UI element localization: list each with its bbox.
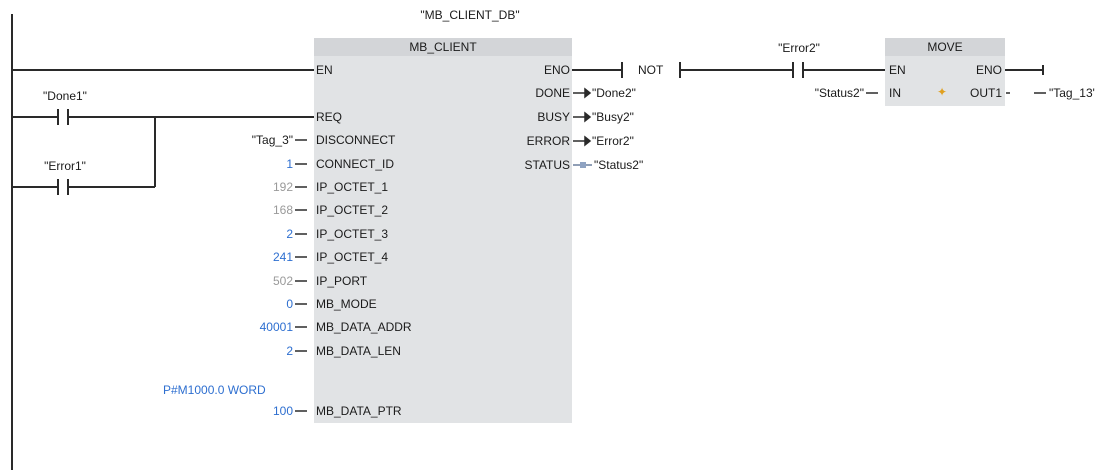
pin-mb-data-len[interactable]: MB_DATA_LEN — [316, 344, 401, 358]
move-in-value[interactable]: "Status2" — [814, 86, 864, 100]
value-ip-port[interactable]: 502 — [272, 274, 293, 288]
contact-done1-label: "Done1" — [43, 89, 87, 103]
value-disconnect[interactable]: "Tag_3" — [251, 133, 293, 147]
pin-error[interactable]: ERROR — [526, 134, 570, 148]
pin-ip-octet-3[interactable]: IP_OCTET_3 — [316, 227, 389, 241]
move-pin-en[interactable]: EN — [889, 63, 906, 77]
move-out1-value[interactable]: "Tag_13" — [1049, 86, 1095, 100]
value-status[interactable]: "Status2" — [594, 158, 644, 172]
move-pin-in[interactable]: IN — [889, 86, 901, 100]
pin-ip-octet-1[interactable]: IP_OCTET_1 — [316, 180, 389, 194]
move-pin-out1[interactable]: OUT1 — [969, 86, 1002, 100]
pin-eno[interactable]: ENO — [543, 63, 570, 77]
move-header — [885, 38, 1005, 56]
mb-client-header — [314, 38, 572, 56]
value-ip-octet-1[interactable]: 192 — [272, 180, 293, 194]
value-ip-octet-4[interactable]: 241 — [272, 250, 293, 264]
pin-done[interactable]: DONE — [535, 86, 570, 100]
value-busy[interactable]: "Busy2" — [592, 110, 634, 124]
pin-disconnect[interactable]: DISCONNECT — [316, 133, 396, 147]
value-connect-id[interactable]: 1 — [286, 157, 293, 171]
pin-en[interactable]: EN — [316, 63, 333, 77]
move-title: MOVE — [927, 40, 963, 54]
contact-error2-label: "Error2" — [778, 41, 820, 55]
pin-ip-port[interactable]: IP_PORT — [316, 274, 368, 288]
value-mb-mode[interactable]: 0 — [286, 297, 293, 311]
move-block[interactable] — [885, 38, 1005, 106]
pin-mb-mode[interactable]: MB_MODE — [316, 297, 377, 311]
not-contact-label: NOT — [638, 63, 664, 77]
pin-status[interactable]: STATUS — [524, 158, 570, 172]
pin-mb-data-addr[interactable]: MB_DATA_ADDR — [316, 320, 412, 334]
pin-ip-octet-4[interactable]: IP_OCTET_4 — [316, 250, 389, 264]
mb-client-title: MB_CLIENT — [409, 40, 477, 54]
move-pin-eno[interactable]: ENO — [975, 63, 1002, 77]
pin-mb-data-ptr[interactable]: MB_DATA_PTR — [316, 404, 402, 418]
add-pin-icon[interactable]: ✦ — [937, 85, 948, 99]
value-mb-data-ptr[interactable]: 100 — [272, 404, 293, 418]
db-instance-label: "MB_CLIENT_DB" — [420, 8, 520, 22]
pin-busy[interactable]: BUSY — [537, 110, 570, 124]
value-mb-data-len[interactable]: 2 — [286, 344, 293, 358]
value-ip-octet-3[interactable]: 2 — [286, 227, 293, 241]
pin-connect-id[interactable]: CONNECT_ID — [316, 157, 395, 171]
mb-client-block[interactable] — [314, 38, 572, 423]
value-mb-data-ptr-prefix[interactable]: P#M1000.0 WORD — [163, 383, 266, 397]
contact-error1-label: "Error1" — [44, 159, 86, 173]
value-done[interactable]: "Done2" — [592, 86, 636, 100]
value-mb-data-addr[interactable]: 40001 — [259, 320, 293, 334]
value-error[interactable]: "Error2" — [592, 134, 634, 148]
pin-req[interactable]: REQ — [316, 110, 343, 124]
pin-ip-octet-2[interactable]: IP_OCTET_2 — [316, 203, 389, 217]
value-ip-octet-2[interactable]: 168 — [272, 203, 293, 217]
